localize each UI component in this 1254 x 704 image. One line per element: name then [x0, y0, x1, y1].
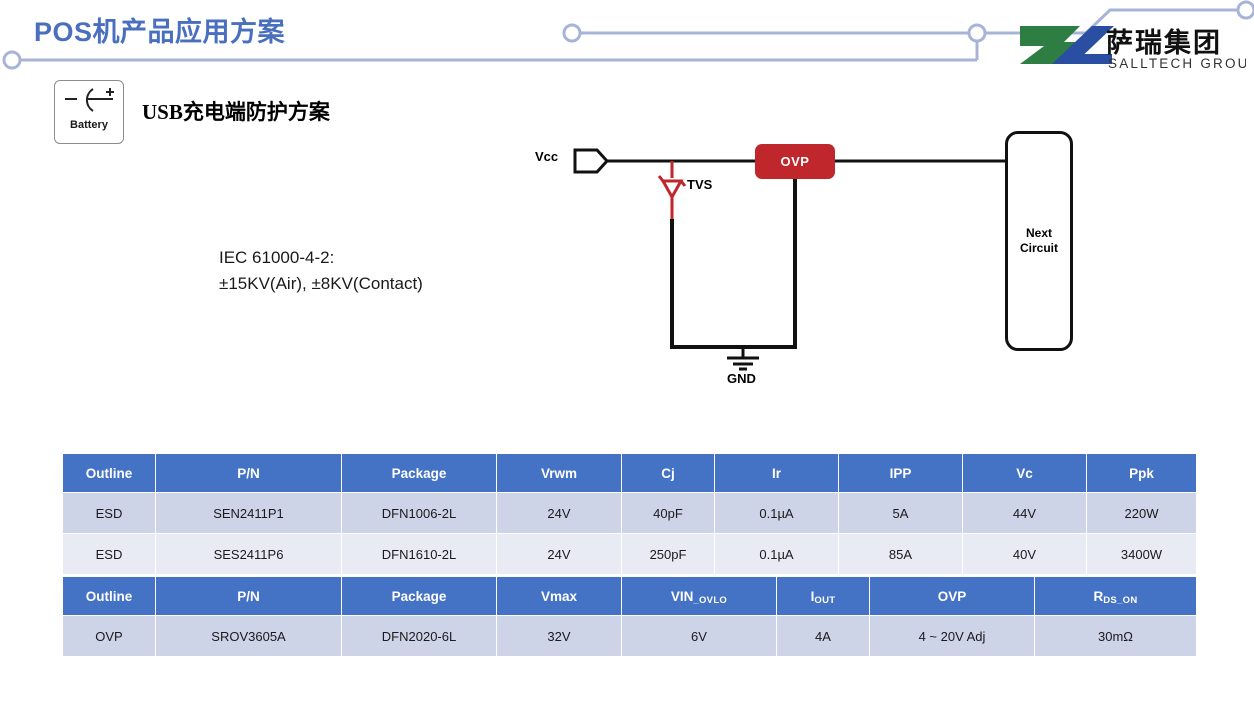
table-cell: 5A [838, 492, 963, 534]
tvs-label: TVS [687, 177, 713, 192]
column-header: Ppk [1086, 453, 1197, 493]
column-header: Outline [62, 453, 156, 493]
table-cell: 250pF [621, 533, 715, 575]
iec-note: IEC 61000-4-2: ±15KV(Air), ±8KV(Contact) [219, 245, 423, 297]
section-title: USB充电端防护方案 [142, 100, 330, 124]
column-header: P/N [155, 453, 342, 493]
column-header: Package [341, 453, 497, 493]
table-cell: 6V [621, 615, 777, 657]
next-circuit-line-1: Next [1025, 226, 1052, 240]
column-header: OVP [869, 576, 1035, 616]
table-cell: 3400W [1086, 533, 1197, 575]
logo-cn-name: 萨瑞集团 [1106, 27, 1222, 58]
column-header: Outline [62, 576, 156, 616]
column-header: Ir [714, 453, 839, 493]
logo-en-name: SALLTECH GROUP [1108, 56, 1246, 71]
table-cell: 0.1µA [714, 533, 839, 575]
iec-line-2: ±15KV(Air), ±8KV(Contact) [219, 274, 423, 293]
table-cell: SES2411P6 [155, 533, 342, 575]
table-cell: 30mΩ [1034, 615, 1197, 657]
table-cell: 0.1µA [714, 492, 839, 534]
battery-icon [65, 88, 114, 112]
column-header-subscript: OUT [814, 594, 836, 606]
table-cell: 4A [776, 615, 870, 657]
table-cell: DFN1610-2L [341, 533, 497, 575]
table-cell: 40pF [621, 492, 715, 534]
column-header: Package [341, 576, 497, 616]
ovp-block: OVP [755, 144, 835, 179]
iec-line-1: IEC 61000-4-2: [219, 248, 335, 267]
battery-badge: Battery [54, 80, 124, 144]
column-header: VIN_OVLO [621, 576, 777, 616]
table-cell: 32V [496, 615, 622, 657]
column-header: Vmax [496, 576, 622, 616]
company-logo: 萨瑞集团 SALLTECH GROUP [1020, 26, 1246, 71]
column-header: Cj [621, 453, 715, 493]
table-cell: OVP [62, 615, 156, 657]
table-cell: SROV3605A [155, 615, 342, 657]
table-cell: 44V [962, 492, 1087, 534]
column-header: Vc [962, 453, 1087, 493]
table-cell: 24V [496, 533, 622, 575]
column-header-subscript: _OVLO [693, 594, 728, 606]
column-header: P/N [155, 576, 342, 616]
table-cell: 85A [838, 533, 963, 575]
battery-label: Battery [70, 119, 108, 131]
table-cell: 40V [962, 533, 1087, 575]
circuit-schematic [573, 148, 1007, 371]
column-header: IOUT [776, 576, 870, 616]
next-circuit-block: Next Circuit [1005, 131, 1073, 351]
vcc-label: Vcc [535, 149, 559, 164]
column-header: Vrwm [496, 453, 622, 493]
next-circuit-line-2: Circuit [1019, 241, 1058, 255]
table-cell: 220W [1086, 492, 1197, 534]
column-header-subscript: DS_ON [1103, 594, 1138, 606]
table-cell: DFN1006-2L [341, 492, 497, 534]
table-cell: ESD [62, 492, 156, 534]
table-cell: 24V [496, 492, 622, 534]
table-cell: SEN2411P1 [155, 492, 342, 534]
column-header: RDS_ON [1034, 576, 1197, 616]
table-cell: ESD [62, 533, 156, 575]
column-header: IPP [838, 453, 963, 493]
gnd-label: GND [727, 371, 756, 386]
page-title: POS机产品应用方案 [34, 17, 286, 47]
table-cell: 4 ~ 20V Adj [869, 615, 1035, 657]
table-cell: DFN2020-6L [341, 615, 497, 657]
